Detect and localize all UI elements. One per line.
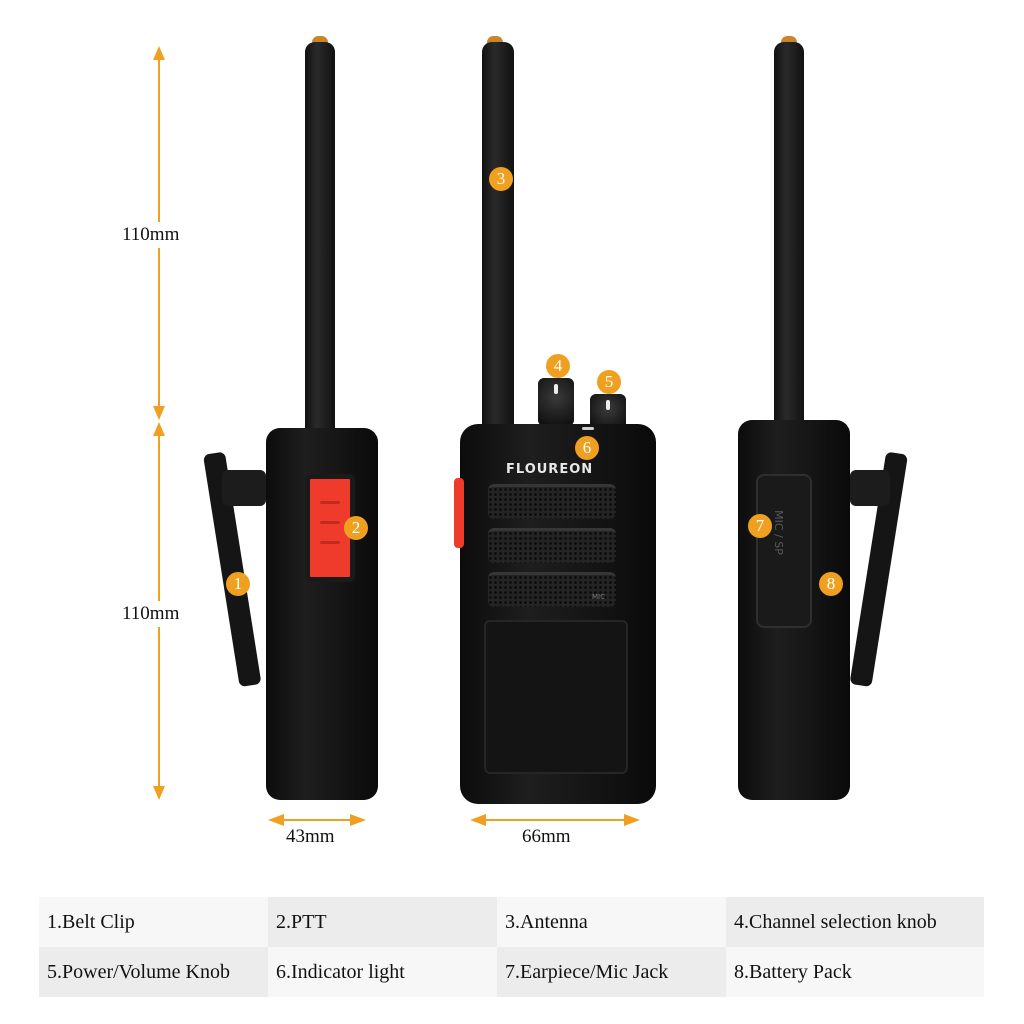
antenna [305, 42, 335, 432]
legend-item-power-volume-knob: 5.Power/Volume Knob [39, 947, 268, 997]
legend-item-antenna: 3.Antenna [497, 897, 726, 947]
callout-7: 7 [748, 514, 772, 538]
callout-3: 3 [489, 167, 513, 191]
indicator-light [582, 427, 594, 430]
arrow-left-icon [470, 814, 486, 826]
arrow-up-icon [153, 46, 165, 60]
ptt-side-edge [454, 478, 464, 548]
speaker-grille-1 [488, 484, 616, 519]
dimension-line [282, 819, 352, 821]
clip-hinge [850, 470, 890, 506]
height-label-upper: 110mm [122, 222, 180, 248]
dimension-line [484, 819, 626, 821]
callout-2: 2 [344, 516, 368, 540]
channel-knob [538, 378, 574, 426]
legend-item-indicator-light: 6.Indicator light [268, 947, 497, 997]
battery-panel [484, 620, 628, 774]
height-label-lower: 110mm [122, 601, 180, 627]
legend-item-channel-knob: 4.Channel selection knob [726, 897, 984, 947]
earpiece-mic-jack-cover: MIC / SP [756, 474, 812, 628]
legend-item-belt-clip: 1.Belt Clip [39, 897, 268, 947]
arrow-right-icon [350, 814, 366, 826]
callout-6: 6 [575, 436, 599, 460]
width-label-front: 66mm [522, 824, 571, 850]
arrow-down-icon [153, 786, 165, 800]
clip-hinge [222, 470, 266, 506]
callout-5: 5 [597, 370, 621, 394]
arrow-down-icon [153, 406, 165, 420]
legend-item-ptt: 2.PTT [268, 897, 497, 947]
legend-item-battery-pack: 8.Battery Pack [726, 947, 984, 997]
mic-label: MIC [592, 593, 605, 601]
arrow-left-icon [268, 814, 284, 826]
parts-legend-table: 1.Belt Clip 2.PTT 3.Antenna 4.Channel se… [39, 897, 984, 997]
width-label-side: 43mm [286, 824, 335, 850]
arrow-up-icon [153, 422, 165, 436]
callout-1: 1 [226, 572, 250, 596]
jack-cover-label: MIC / SP [771, 510, 785, 555]
speaker-grille-2 [488, 528, 616, 563]
legend-item-earpiece-mic-jack: 7.Earpiece/Mic Jack [497, 947, 726, 997]
antenna-tip [781, 36, 797, 44]
antenna-tip [487, 36, 503, 44]
speaker-grille-3 [488, 572, 616, 607]
callout-8: 8 [819, 572, 843, 596]
antenna-tip [312, 36, 328, 44]
antenna [482, 42, 514, 442]
antenna [774, 42, 804, 432]
arrow-right-icon [624, 814, 640, 826]
callout-4: 4 [546, 354, 570, 378]
brand-logo: FLOUREON [506, 462, 594, 477]
